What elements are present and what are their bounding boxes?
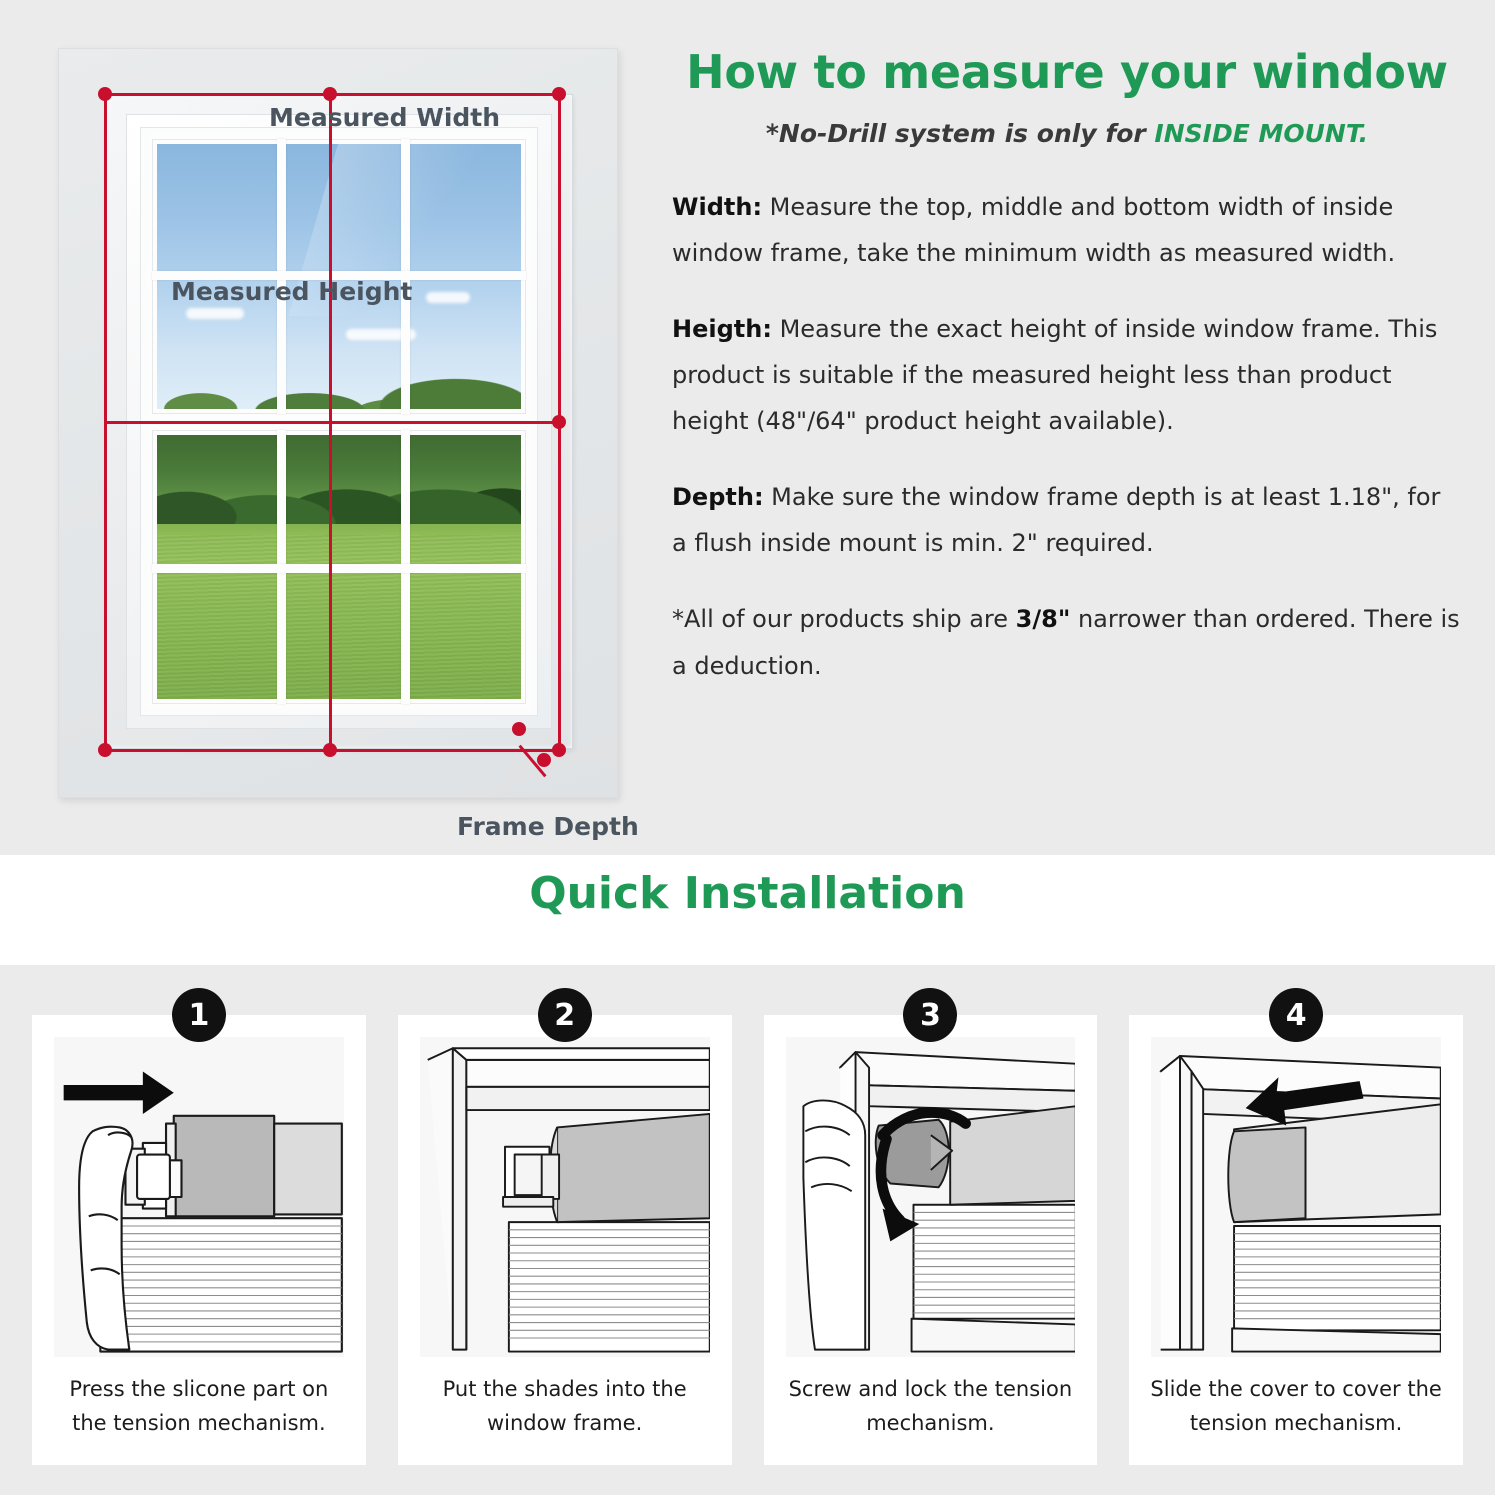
install-step-4: 4 [1129,988,1463,1465]
window-casing-inner [126,114,552,729]
window-diagram: Measured Width Measured Height Frame Dep… [58,48,639,841]
subtitle-prefix: *No-Drill system is only for [765,118,1155,148]
step-number-badge: 3 [903,988,958,1042]
measured-height-label: Measured Height [171,277,413,306]
paragraph-width-text: Measure the top, middle and bottom width… [672,192,1396,267]
measure-info-column: How to measure your window *No-Drill sys… [672,46,1462,689]
step-2-caption: Put the shades into the window frame. [442,1377,687,1435]
install-steps: 1 [32,988,1463,1465]
step-1-caption: Press the slicone part on the tension me… [69,1377,329,1435]
install-section: 1 [0,965,1495,1495]
treeline [157,350,521,409]
paragraph-height-text: Measure the exact height of inside windo… [672,315,1438,436]
section-divider [0,855,1495,965]
paragraph-height: Heigth: Measure the exact height of insi… [672,306,1462,444]
step-3-caption: Screw and lock the tension mechanism. [788,1377,1073,1435]
window-sash-wrapper [140,127,538,716]
arrow-right-icon [63,1071,174,1114]
arrow-left-icon [1245,1077,1364,1126]
frame-depth-label: Frame Depth [457,812,639,841]
step-1-illustration [54,1037,344,1357]
measure-subtitle: *No-Drill system is only for INSIDE MOUN… [672,119,1462,148]
window-casing [105,94,573,749]
shade-into-frame-icon [427,1047,710,1353]
measure-section: Measured Width Measured Height Frame Dep… [0,0,1495,855]
measured-width-label: Measured Width [269,103,501,132]
paragraph-footnote: *All of our products ship are 3/8" narro… [672,596,1462,688]
footnote-pre: *All of our products ship are [672,605,1016,634]
step-3-illustration [785,1037,1076,1357]
paragraph-depth-label: Depth: [672,483,764,512]
step-number-badge: 2 [537,988,592,1042]
frame-depth-dot-bottom [537,753,551,767]
upper-sash-frame [147,134,531,419]
lower-sash-frame [147,424,531,709]
step-2-illustration [419,1037,710,1357]
bottom-width-measure-line [105,749,560,752]
step-4-illustration [1151,1037,1441,1357]
slide-cover-icon [1159,1055,1441,1353]
step-4-caption: Slide the cover to cover the tension mec… [1150,1377,1442,1435]
install-step-2: 2 [397,988,732,1465]
paragraph-width: Width: Measure the top, middle and botto… [672,184,1462,276]
footnote-post: narrower than ordered. There is a deduct… [672,605,1460,680]
footnote-bold: 3/8" [1015,605,1071,634]
paragraph-depth: Depth: Make sure the window frame depth … [672,474,1462,566]
lower-glass [157,434,521,699]
hand-press-silicone-icon [63,1071,343,1353]
measure-title: How to measure your window [686,45,1448,99]
lower-sash [147,424,531,709]
rotate-arrow-icon [875,1107,971,1242]
install-step-3: 3 [763,988,1098,1465]
frame-depth-line [518,744,547,778]
install-title: Quick Installation [529,868,966,919]
screw-lock-tension-icon [801,1051,1076,1353]
step-number-badge: 1 [171,988,226,1042]
paragraph-depth-text: Make sure the window frame depth is at l… [672,483,1441,558]
install-step-1: 1 [32,988,366,1465]
step-number-badge: 4 [1269,988,1324,1042]
paragraph-width-label: Width: [672,192,763,221]
subtitle-highlight: INSIDE MOUNT. [1154,118,1369,148]
paragraph-height-label: Heigth: [672,315,772,344]
upper-sash [147,134,531,419]
